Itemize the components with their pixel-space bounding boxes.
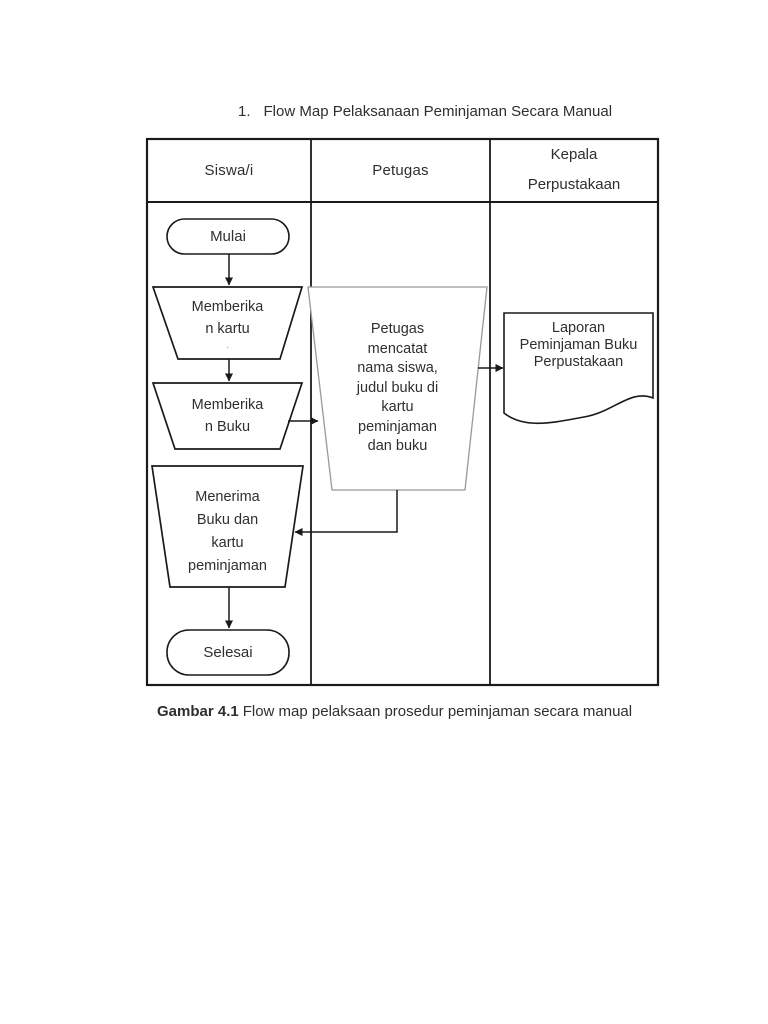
laporan-line1: Laporan — [551, 320, 606, 336]
petugas-mencatat-line6: peminjaman — [358, 418, 437, 435]
menerima-line4: peminjaman — [188, 557, 267, 574]
menerima-line1: Menerima — [195, 488, 260, 505]
laporan-document-label: Laporan Peminjaman Buku Perpustakaan — [504, 313, 653, 403]
title-text: Flow Map Pelaksanaan Peminjaman Secara M… — [263, 103, 613, 120]
petugas-mencatat-shape — [307, 286, 488, 491]
laporan-line3: Perpustakaan — [533, 354, 624, 370]
laporan-document-shape — [503, 312, 654, 425]
lane-header-kepala-line2: Perpustakaan — [527, 176, 621, 193]
petugas-mencatat-line2: mencatat — [367, 340, 428, 357]
petugas-mencatat-line7: dan buku — [367, 438, 428, 455]
start-terminator-shape — [166, 218, 290, 255]
end-terminator-label: Selesai — [203, 644, 253, 661]
memberikan-buku-line1: Memberika — [191, 397, 264, 413]
petugas-mencatat-line5: kartu — [381, 399, 414, 416]
petugas-mencatat-line4: judul buku di — [356, 379, 439, 396]
memberikan-kartu-line1: Memberika — [191, 299, 264, 315]
petugas-mencatat-line1: Petugas — [370, 321, 425, 338]
start-terminator-label: Mulai — [210, 228, 246, 245]
petugas-mencatat-line3: nama siswa, — [357, 360, 438, 377]
memberikan-kartu-stray-dot: . — [225, 337, 230, 351]
lane-header-kepala: Kepala Perpustakaan — [490, 138, 658, 201]
menerima-line2: Buku dan — [196, 511, 259, 528]
swimlane-table — [145, 137, 660, 687]
page-title: 1. Flow Map Pelaksanaan Peminjaman Secar… — [238, 103, 612, 120]
menerima-shape — [151, 465, 304, 588]
end-terminator-shape — [166, 629, 290, 676]
lane-header-petugas-label: Petugas — [372, 162, 429, 179]
memberikan-buku-label: Memberika n Buku — [153, 383, 302, 449]
memberikan-buku-shape — [151, 382, 304, 450]
figure-caption-text: Flow map pelaksaan prosedur peminjaman s… — [242, 703, 633, 720]
lane-header-kepala-line1: Kepala — [550, 146, 598, 163]
memberikan-buku-line2: n Buku — [204, 419, 251, 435]
menerima-label: Menerima Buku dan kartu peminjaman — [152, 476, 303, 587]
title-list-number: 1. — [238, 103, 251, 120]
lane-header-siswa-label: Siswa/i — [204, 162, 254, 179]
petugas-mencatat-label: Petugas mencatat nama siswa, judul buku … — [308, 287, 487, 490]
figure-caption-number: Gambar 4.1 — [157, 703, 239, 720]
laporan-line2: Peminjaman Buku — [519, 337, 638, 353]
table-outer-border — [145, 137, 660, 687]
memberikan-kartu-line2: n kartu — [205, 321, 250, 337]
arrow-petugas-to-menerima — [294, 490, 398, 536]
lane-header-petugas: Petugas — [311, 139, 490, 202]
lane-header-siswa: Siswa/i — [147, 139, 311, 202]
menerima-line3: kartu — [211, 534, 244, 551]
memberikan-kartu-shape — [151, 286, 304, 360]
memberikan-kartu-label: Memberika n kartu . — [153, 289, 302, 355]
